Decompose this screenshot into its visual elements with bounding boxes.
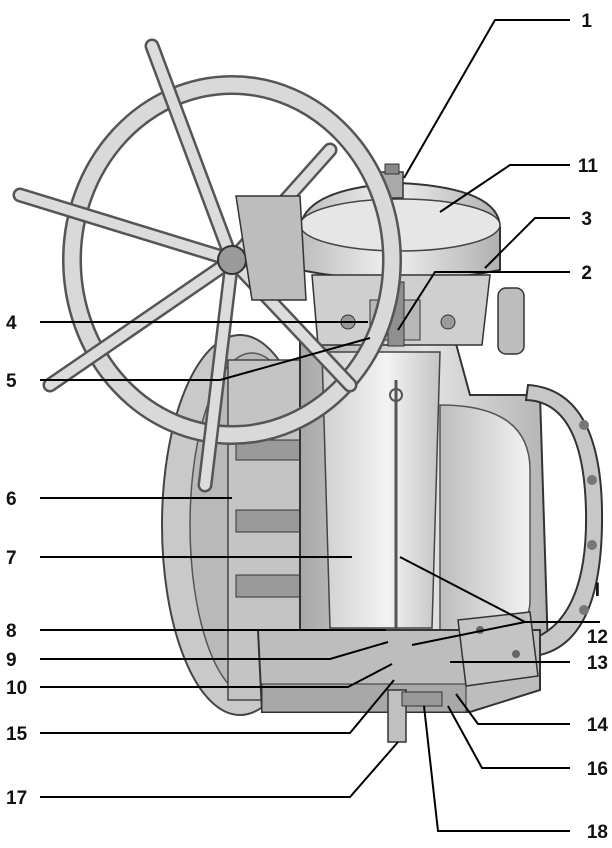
plug	[321, 351, 441, 629]
bottom-cap-block	[457, 611, 539, 687]
callout-labels: 1 11 3 2 4 5 6 7 I 8 12 9 13 10 14 15 16…	[6, 11, 608, 843]
callout-7: 7	[6, 548, 17, 569]
callout-6: 6	[6, 489, 17, 510]
callout-5: 5	[6, 371, 17, 392]
callout-15: 15	[6, 724, 28, 745]
callout-4: 4	[6, 313, 17, 334]
leader-10	[40, 663, 393, 688]
rib-2	[235, 509, 301, 533]
leader-17	[40, 741, 399, 798]
callout-12: 12	[587, 627, 608, 648]
flange-bolt-hole-3	[587, 540, 597, 550]
gear-housing	[299, 163, 525, 355]
bottom-nut	[401, 691, 443, 707]
leader-14	[455, 693, 570, 725]
callout-1: 1	[581, 11, 592, 32]
handwheel-rim-highlight	[64, 77, 400, 443]
leader-9	[40, 641, 389, 660]
callout-3: 3	[581, 209, 592, 230]
callout-18: 18	[587, 822, 608, 843]
leader-16	[447, 705, 570, 769]
callout-17: 17	[6, 788, 27, 809]
leader-18	[423, 705, 570, 832]
callout-2: 2	[581, 263, 592, 284]
callout-9: 9	[6, 650, 17, 671]
flange-bolt-hole-4	[579, 605, 589, 615]
callout-14: 14	[587, 715, 609, 736]
cap-bolt-2	[512, 650, 520, 658]
leader-3	[484, 217, 570, 269]
valve-body	[161, 334, 604, 743]
callout-11: 11	[578, 156, 599, 177]
lubricant-fitting-cap	[384, 163, 400, 175]
rib-3	[235, 574, 301, 598]
gland-bolt-right	[440, 314, 456, 330]
leader-15	[40, 679, 395, 734]
flange-bolt-hole-2	[587, 475, 597, 485]
callout-I: I	[595, 580, 600, 601]
flange-bolt-hole-1	[579, 420, 589, 430]
callout-16: 16	[587, 759, 608, 780]
leader-1	[403, 19, 570, 179]
handwheel-hub	[217, 245, 247, 275]
flow-bore	[439, 404, 531, 631]
leader-lines	[40, 19, 600, 832]
gear-box	[235, 195, 307, 301]
leader-11	[439, 164, 570, 213]
callout-10: 10	[6, 678, 27, 699]
balance-hole-ring	[389, 388, 403, 402]
callout-13: 13	[587, 653, 608, 674]
callout-8: 8	[6, 621, 17, 642]
leader-2	[397, 271, 570, 331]
leader-5	[40, 337, 371, 381]
leader-I-b	[411, 621, 526, 646]
position-indicator	[497, 287, 525, 355]
